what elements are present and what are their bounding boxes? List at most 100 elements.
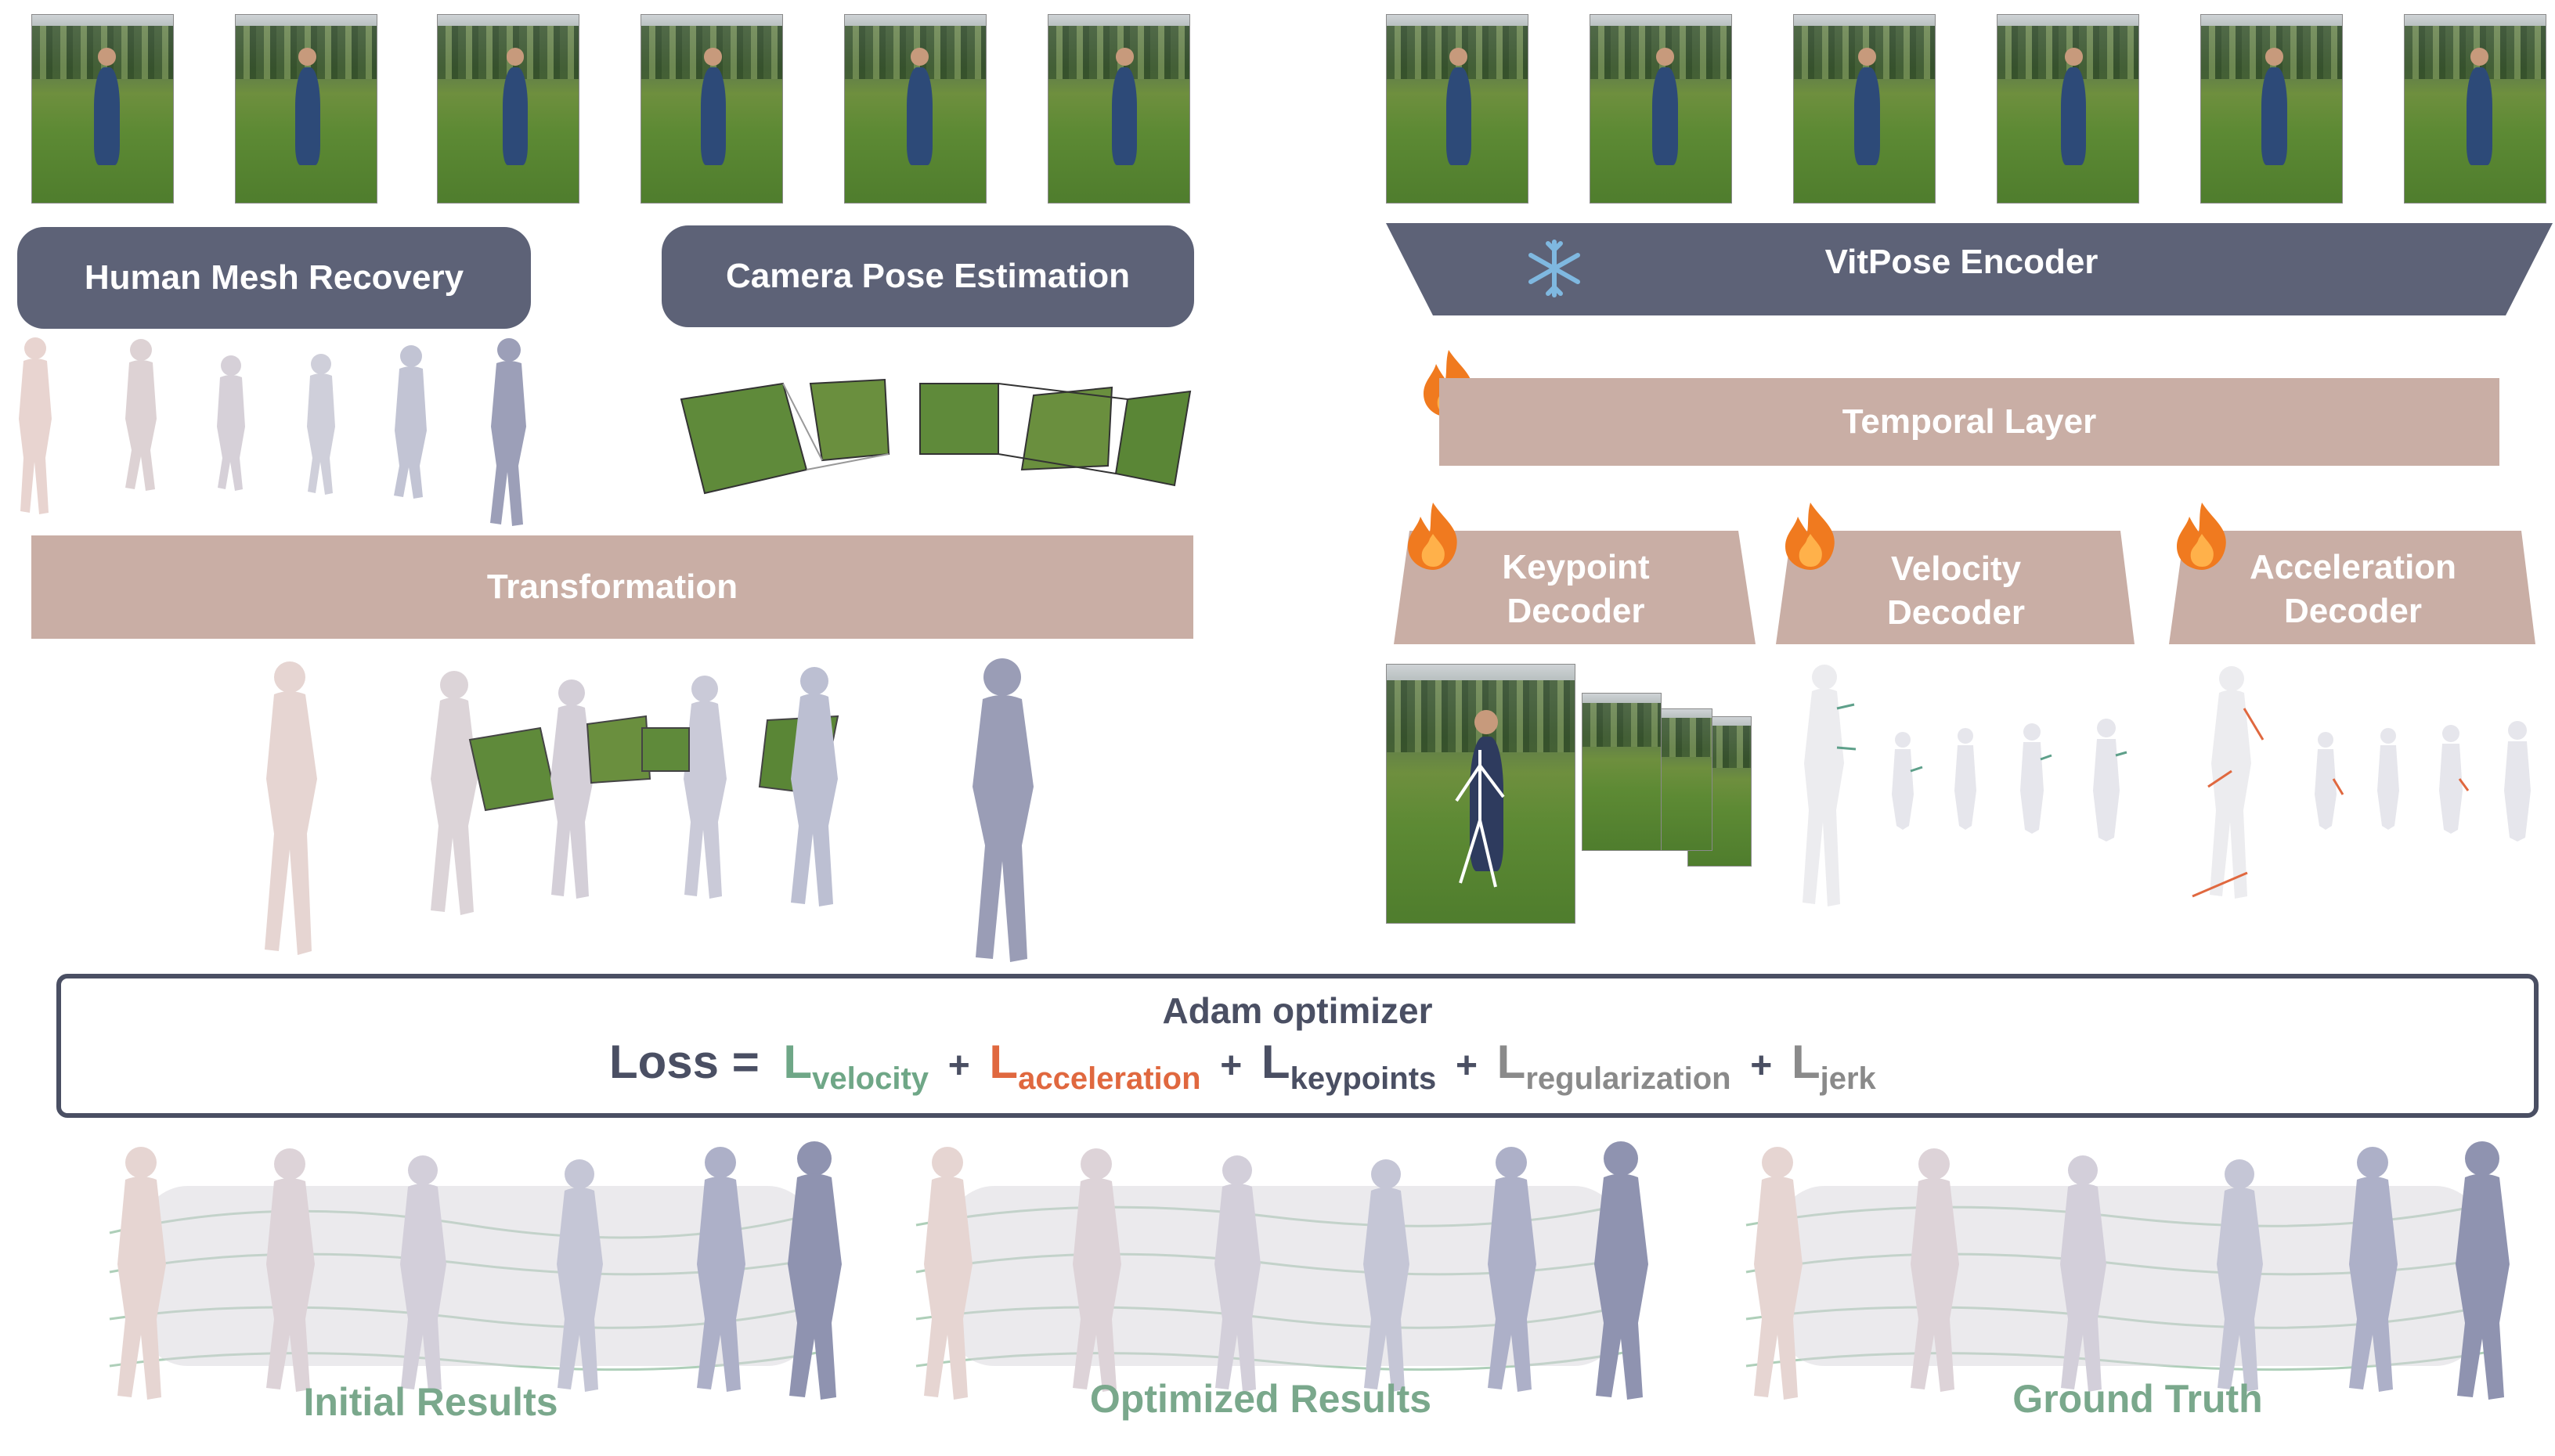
skeleton-overlay — [1455, 750, 1505, 888]
mesh-figure — [791, 667, 838, 906]
camera-pose-estimation-box: Camera Pose Estimation — [662, 225, 1194, 327]
video-frame — [1582, 693, 1662, 851]
loss-term-acceleration: Lacceleration — [989, 1036, 1201, 1096]
mesh-figure — [117, 1147, 166, 1400]
mesh-figure — [1073, 1148, 1121, 1392]
mesh-figure — [973, 658, 1034, 962]
mesh-figure — [1594, 1141, 1648, 1400]
mesh-figure — [2439, 725, 2463, 834]
acceleration-decoder-shape — [2169, 531, 2535, 644]
camera-pose-estimation-label: Camera Pose Estimation — [726, 257, 1130, 295]
mesh-figure — [307, 354, 335, 495]
mesh-figure — [394, 345, 427, 499]
mesh-figure — [400, 1155, 446, 1392]
mesh-figure — [1954, 728, 1976, 830]
mesh-figure — [19, 337, 52, 514]
mesh-figure — [265, 661, 317, 955]
video-frame — [1048, 14, 1190, 204]
mesh-figure — [1214, 1155, 1261, 1392]
plus-sign: + — [947, 1045, 970, 1087]
mesh-figure — [1488, 1147, 1536, 1392]
video-frame — [641, 14, 783, 204]
plus-sign: + — [1750, 1045, 1773, 1087]
camera-frame-group — [919, 383, 1192, 487]
ground-truth-panel — [1745, 1141, 2510, 1400]
flame-icon — [2177, 503, 2226, 570]
velocity-decoder-box: Velocity Decoder — [1776, 542, 2136, 640]
velocity-meshes — [1803, 665, 2127, 906]
mesh-figure — [2020, 723, 2044, 834]
transformation-box: Transformation — [31, 535, 1193, 639]
mesh-figure — [125, 339, 157, 491]
mesh-figure — [697, 1147, 745, 1392]
mesh-figure — [2217, 1159, 2263, 1392]
ground-truth-caption: Ground Truth — [2012, 1377, 2263, 1421]
vitpose-encoder-label: VitPose Encoder — [1824, 243, 2098, 281]
keypoint-decoder-shape — [1394, 531, 1756, 644]
vitpose-encoder-box — [1386, 223, 2553, 315]
video-frame — [2200, 14, 2343, 204]
mesh-figure — [2349, 1147, 2398, 1392]
mesh-figure — [788, 1141, 842, 1400]
mesh-figure — [2315, 732, 2337, 830]
keypoint-decoder-line1: Keypoint — [1502, 547, 1650, 586]
mesh-figure — [431, 671, 478, 915]
transformation-label: Transformation — [486, 568, 738, 606]
flame-icon — [1785, 503, 1835, 570]
camera-image — [586, 715, 651, 784]
mesh-figure — [217, 355, 245, 491]
video-frame — [235, 14, 377, 204]
human-mesh-recovery-box: Human Mesh Recovery — [17, 227, 531, 329]
world-space-meshes — [265, 658, 1034, 962]
mesh-figure — [1363, 1159, 1409, 1392]
temporal-layer-label: Temporal Layer — [1842, 402, 2097, 441]
mesh-figure — [266, 1148, 315, 1392]
adam-optimizer-box: Adam optimizer Loss = Lvelocity + Laccel… — [56, 974, 2539, 1118]
plus-sign: + — [1220, 1045, 1243, 1087]
keypoint-decoder-line2: Decoder — [1507, 591, 1645, 630]
mesh-figure — [557, 1159, 603, 1392]
mesh-figure — [2060, 1155, 2106, 1392]
keypoint-decoder-box: Keypoint Decoder — [1394, 540, 1758, 638]
mesh-figure — [2377, 728, 2399, 830]
mesh-figure — [1803, 665, 1844, 906]
video-frame — [1793, 14, 1936, 204]
optimized-results-caption: Optimized Results — [1089, 1377, 1432, 1421]
acceleration-meshes — [2192, 666, 2531, 899]
acceleration-decoder-box: Acceleration Decoder — [2169, 540, 2537, 638]
acceleration-decoder-line1: Acceleration — [2249, 547, 2457, 586]
mesh-figure — [550, 679, 594, 899]
mesh-figure — [2093, 719, 2120, 842]
mesh-figure — [1911, 1148, 1959, 1392]
velocity-decoder-line2: Decoder — [1886, 593, 2026, 632]
velocity-decoder-shape — [1776, 531, 2135, 644]
mesh-figure — [490, 338, 526, 526]
temporal-layer-box: Temporal Layer — [1439, 378, 2499, 466]
mesh-figure — [2504, 721, 2531, 842]
mesh-figure — [1892, 732, 1914, 830]
flame-icon — [1408, 503, 1457, 570]
initial-results-caption: Initial Results — [303, 1380, 558, 1424]
loss-label: Loss = — [609, 1036, 760, 1088]
camera-image — [468, 726, 558, 812]
loss-term-keypoints: Lkeypoints — [1261, 1036, 1437, 1096]
video-frame — [1386, 664, 1575, 924]
camera-image — [641, 727, 690, 772]
video-frame — [437, 14, 579, 204]
plus-sign: + — [1455, 1045, 1478, 1087]
loss-equation: Loss = Lvelocity + Lacceleration + Lkeyp… — [609, 1035, 1876, 1097]
loss-term-jerk: Ljerk — [1791, 1036, 1876, 1096]
hmr-mesh-figures — [19, 337, 526, 526]
adam-optimizer-title: Adam optimizer — [1162, 990, 1433, 1031]
video-frame — [1386, 14, 1528, 204]
acceleration-decoder-line2: Decoder — [2283, 591, 2423, 630]
initial-results-panel — [109, 1141, 842, 1400]
camera-frame-group — [680, 378, 890, 495]
mesh-figure — [684, 676, 727, 899]
optimized-results-panel — [915, 1141, 1648, 1400]
video-frame — [844, 14, 987, 204]
mesh-figure — [2210, 666, 2251, 899]
mesh-figure — [924, 1147, 973, 1400]
loss-term-regularization: Lregularization — [1496, 1036, 1731, 1096]
video-frame — [2404, 14, 2546, 204]
